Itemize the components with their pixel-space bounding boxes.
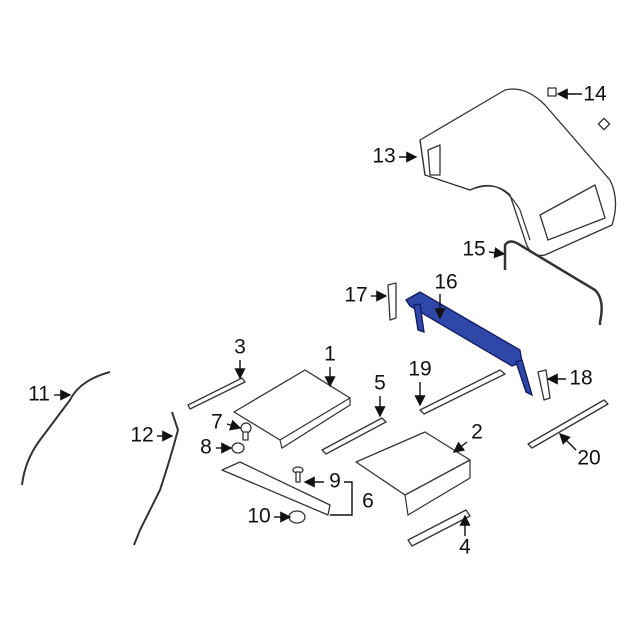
part-1-panel[interactable] — [233, 369, 351, 449]
callout-14[interactable]: 14 — [583, 83, 607, 106]
part-14-pads[interactable] — [547, 87, 611, 131]
callout-18[interactable]: 18 — [569, 367, 592, 390]
part-15-seal[interactable] — [503, 240, 603, 326]
part-18-bracket[interactable] — [537, 369, 551, 401]
callout-19[interactable]: 19 — [408, 358, 431, 381]
callout-12[interactable]: 12 — [130, 424, 153, 447]
callout-3[interactable]: 3 — [234, 336, 246, 359]
callout-8[interactable]: 8 — [200, 436, 212, 459]
part-8-nut[interactable] — [231, 442, 245, 454]
part-3-strip[interactable] — [187, 377, 246, 410]
callout-1[interactable]: 1 — [324, 343, 336, 366]
part-10-grommet[interactable] — [288, 510, 306, 524]
part-11-seal[interactable] — [21, 371, 111, 486]
callout-4[interactable]: 4 — [459, 536, 471, 559]
part-5-strip[interactable] — [321, 417, 387, 455]
callout-2[interactable]: 2 — [471, 421, 483, 444]
callout-10[interactable]: 10 — [247, 505, 270, 528]
callout-7[interactable]: 7 — [211, 411, 223, 434]
part-9-screw[interactable] — [292, 466, 304, 483]
part-13-hardtop[interactable] — [419, 88, 617, 257]
callout-5[interactable]: 5 — [374, 372, 386, 395]
callout-13[interactable]: 13 — [372, 145, 395, 168]
part-12-seal[interactable] — [133, 411, 180, 546]
part-6-rail[interactable] — [221, 461, 331, 516]
part-7-bolt[interactable] — [240, 422, 252, 441]
callout-9[interactable]: 9 — [329, 470, 341, 493]
callout-arrows — [54, 88, 582, 536]
callout-11[interactable]: 11 — [28, 383, 50, 406]
part-20-strip[interactable] — [527, 399, 609, 449]
callout-20[interactable]: 20 — [577, 447, 600, 470]
callout-15[interactable]: 15 — [462, 238, 485, 261]
part-2-panel[interactable] — [355, 431, 471, 516]
callout-16[interactable]: 16 — [434, 271, 457, 294]
part-19-strip[interactable] — [419, 369, 506, 415]
callout-6[interactable]: 6 — [362, 490, 374, 513]
callout-17[interactable]: 17 — [344, 284, 367, 307]
part-17-bracket[interactable] — [387, 282, 397, 321]
